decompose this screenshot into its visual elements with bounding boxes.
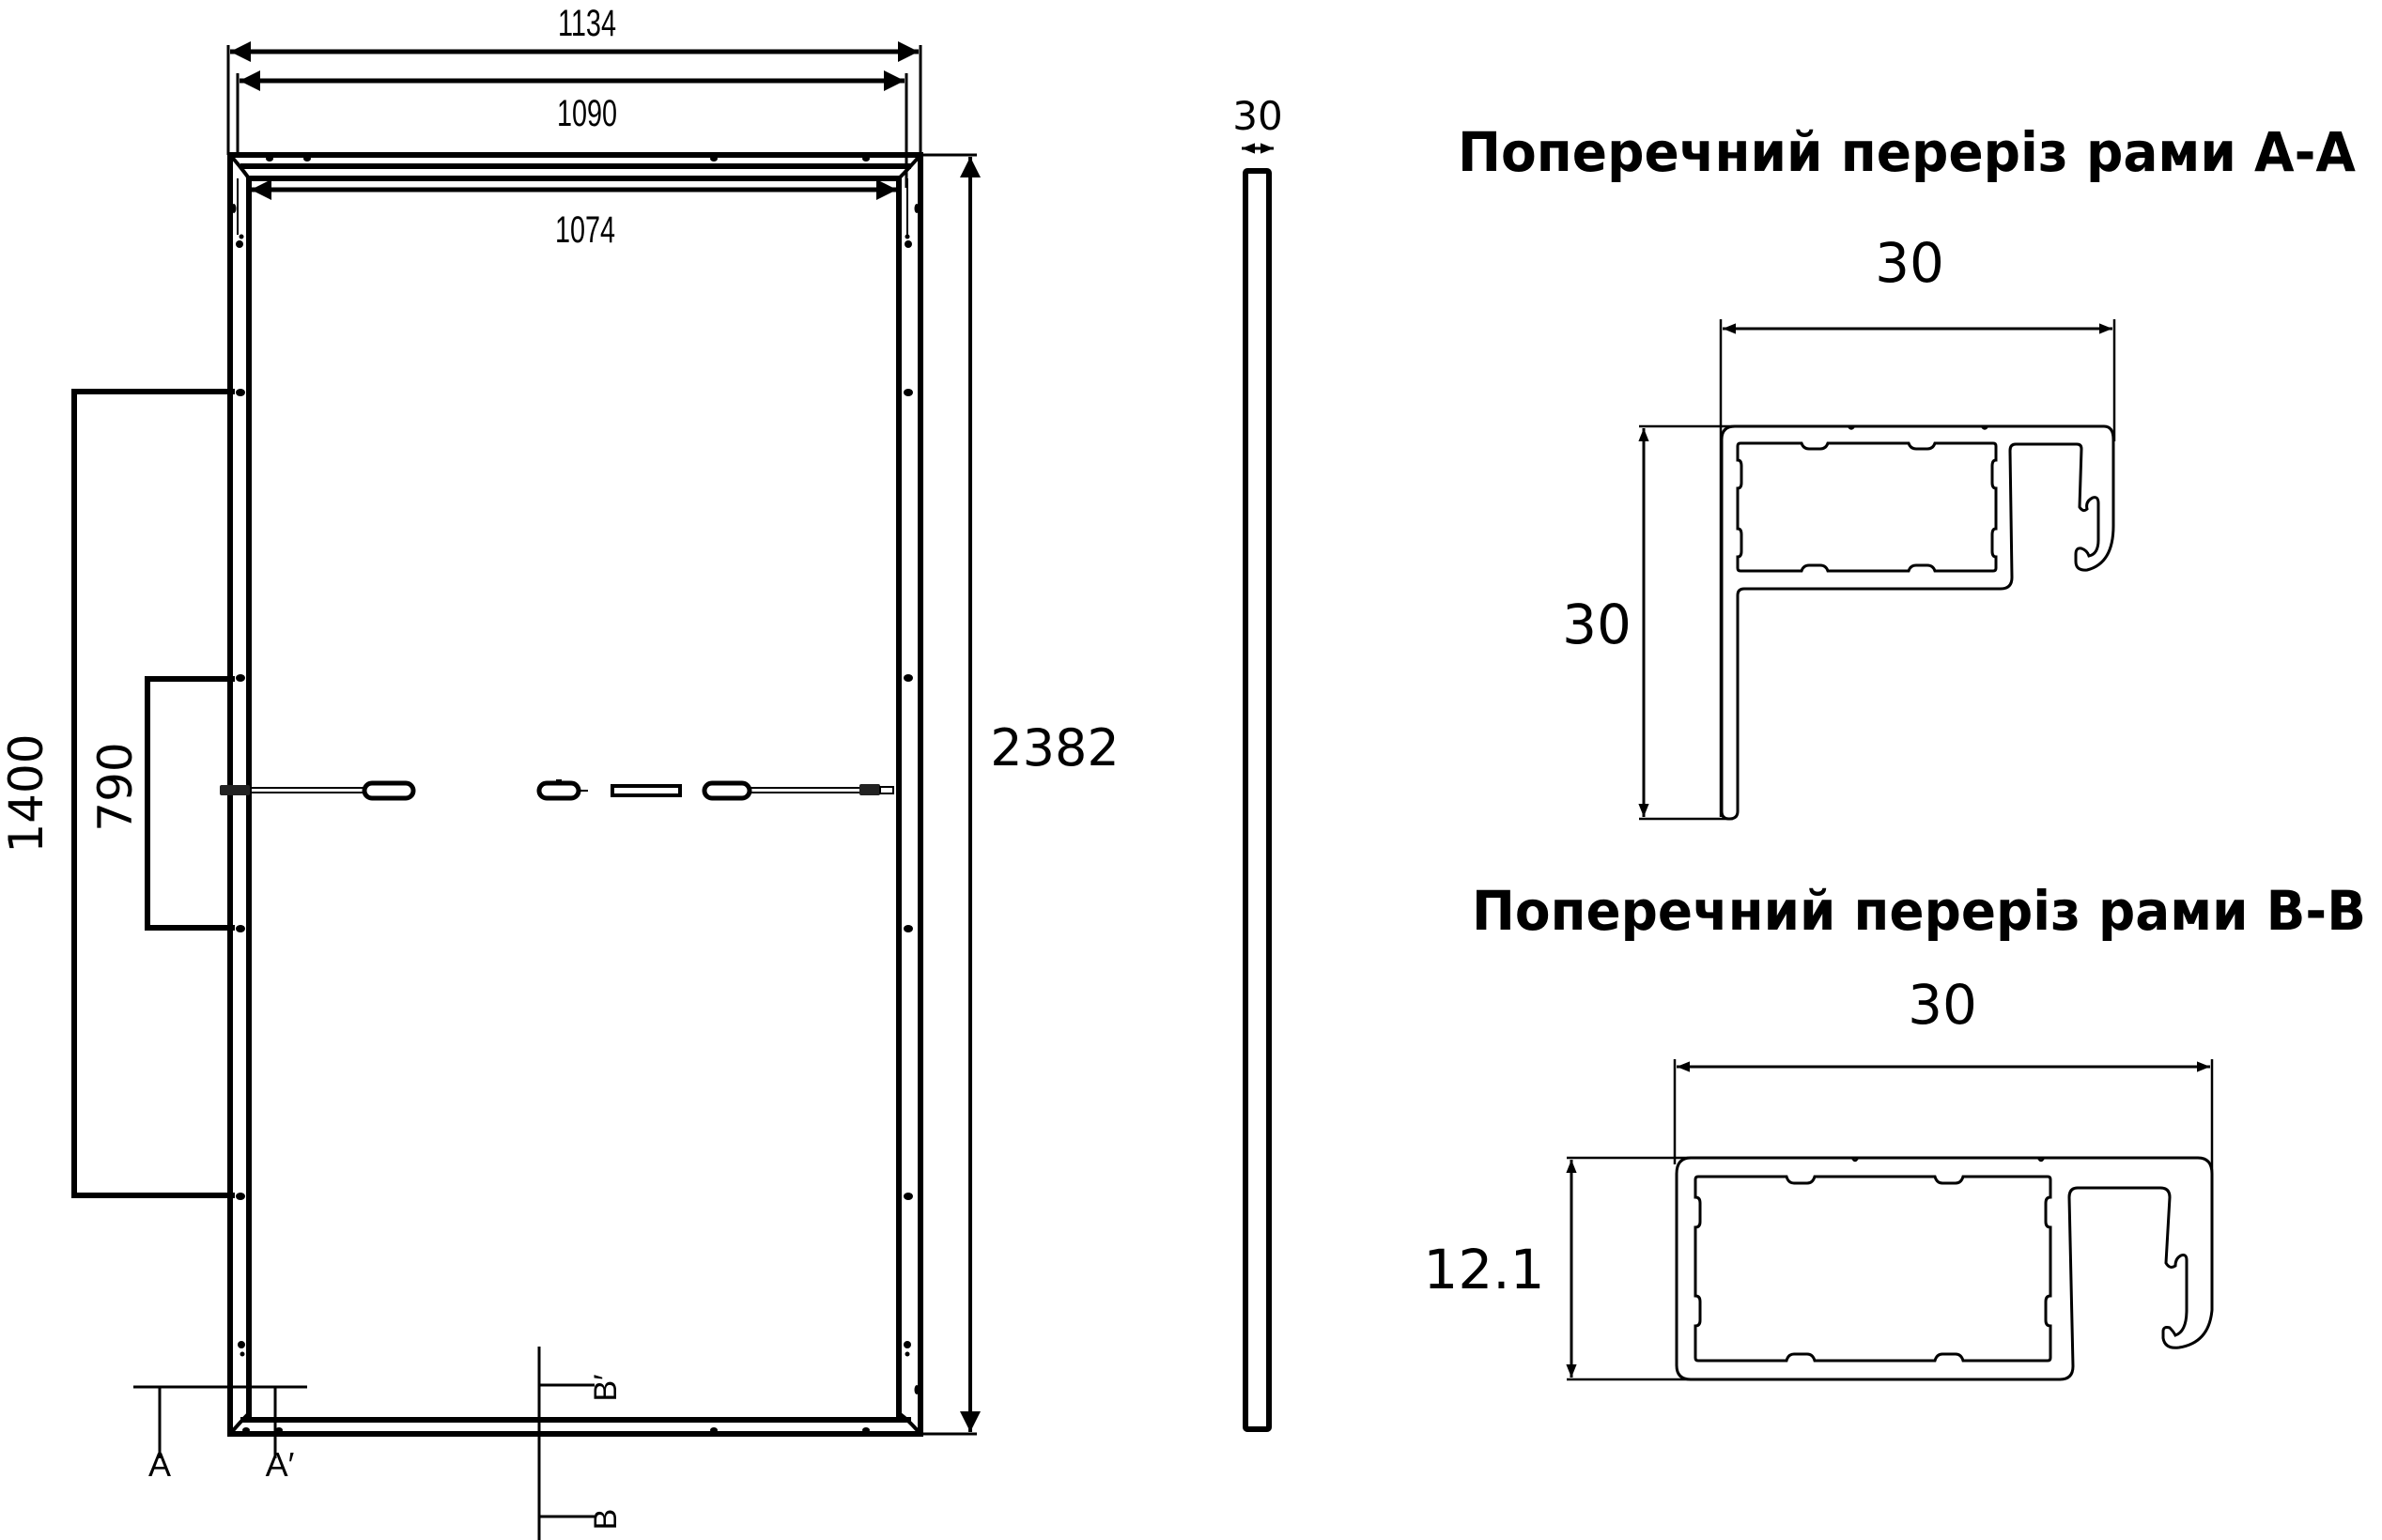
dim-label-1400: 1400 bbox=[0, 733, 54, 853]
dim-label-2382: 2382 bbox=[990, 718, 1119, 778]
dim-bracket-790 bbox=[145, 676, 235, 931]
connector-left-icon bbox=[220, 785, 250, 795]
section-label-a-prime: A′ bbox=[266, 1445, 295, 1484]
section-bb: Поперечний переріз рами B-B 30 12.1 bbox=[1423, 879, 2366, 1381]
dim-label-790: 790 bbox=[88, 742, 143, 831]
mounting-hole-icon bbox=[904, 1193, 913, 1200]
side-view: 30 bbox=[1232, 93, 1283, 1432]
aa-profile-tube bbox=[1736, 441, 1998, 573]
connector-right-icon bbox=[859, 784, 880, 795]
bb-dim-label-height: 12.1 bbox=[1423, 1238, 1544, 1301]
dim-bracket-1400 bbox=[71, 389, 235, 1198]
mounting-hole-icon bbox=[236, 674, 245, 682]
bb-profile-tube bbox=[1694, 1175, 2052, 1363]
junction-box-1-icon bbox=[362, 780, 416, 801]
panel-side-profile bbox=[1243, 168, 1272, 1432]
section-label-b: B bbox=[588, 1509, 624, 1531]
junction-box-4-icon bbox=[702, 780, 752, 801]
aa-dim-label-width: 30 bbox=[1875, 231, 1944, 295]
section-marker-a: A A′ bbox=[133, 1385, 307, 1484]
mounting-hole-icon bbox=[236, 925, 245, 932]
mounting-holes bbox=[236, 389, 913, 1200]
front-view: 1134 1090 bbox=[0, 3, 1120, 1540]
panel-laminate bbox=[246, 176, 902, 1423]
dim-label-1134: 1134 bbox=[558, 3, 616, 44]
section-label-a: A bbox=[148, 1445, 171, 1484]
junction-box-2-icon bbox=[536, 780, 581, 801]
dim-label-thickness: 30 bbox=[1232, 93, 1282, 139]
mounting-hole-icon bbox=[236, 1193, 245, 1200]
aa-dim-label-height: 30 bbox=[1562, 593, 1632, 656]
bb-dim-label-width: 30 bbox=[1908, 973, 1977, 1037]
dim-label-1074: 1074 bbox=[555, 209, 615, 251]
dim-label-1090: 1090 bbox=[557, 93, 617, 134]
section-aa: Поперечний переріз рами А-А 30 30 bbox=[1458, 120, 2356, 821]
section-bb-title: Поперечний переріз рами B-B bbox=[1472, 879, 2366, 943]
mounting-hole-icon bbox=[904, 389, 913, 396]
mounting-hole-icon bbox=[904, 674, 913, 682]
section-aa-title: Поперечний переріз рами А-А bbox=[1458, 120, 2356, 184]
aa-profile-outline bbox=[1720, 424, 2115, 821]
mounting-hole-icon bbox=[904, 925, 913, 932]
junction-box-3-icon bbox=[611, 784, 682, 797]
mounting-hole-icon bbox=[236, 389, 245, 396]
bb-profile-outline bbox=[1675, 1156, 2214, 1381]
section-marker-b: B′ B bbox=[537, 1347, 624, 1540]
section-label-b-prime: B′ bbox=[588, 1374, 624, 1401]
cable-assembly bbox=[220, 779, 894, 801]
